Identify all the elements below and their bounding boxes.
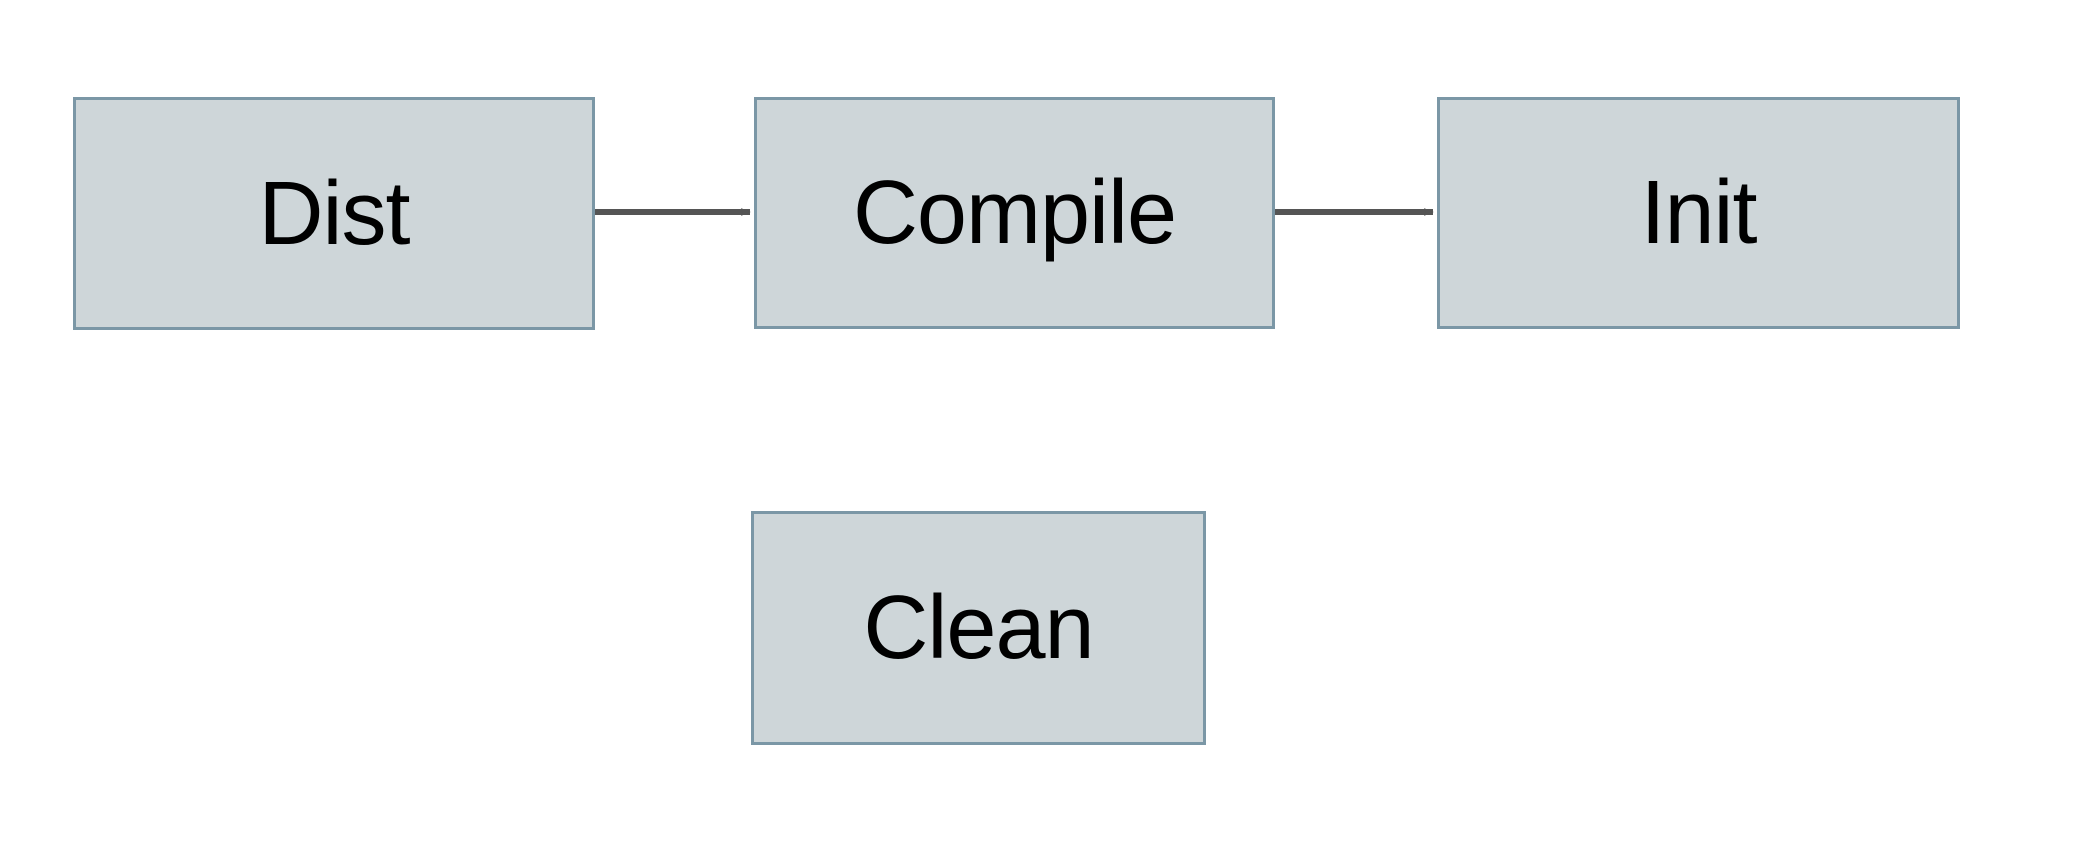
node-compile-label: Compile — [852, 163, 1177, 263]
node-init[interactable]: Init — [1437, 97, 1960, 329]
node-init-label: Init — [1640, 163, 1757, 263]
node-compile[interactable]: Compile — [754, 97, 1275, 329]
node-clean[interactable]: Clean — [751, 511, 1206, 745]
node-clean-label: Clean — [863, 578, 1094, 678]
node-dist[interactable]: Dist — [73, 97, 595, 330]
node-dist-label: Dist — [258, 163, 411, 264]
